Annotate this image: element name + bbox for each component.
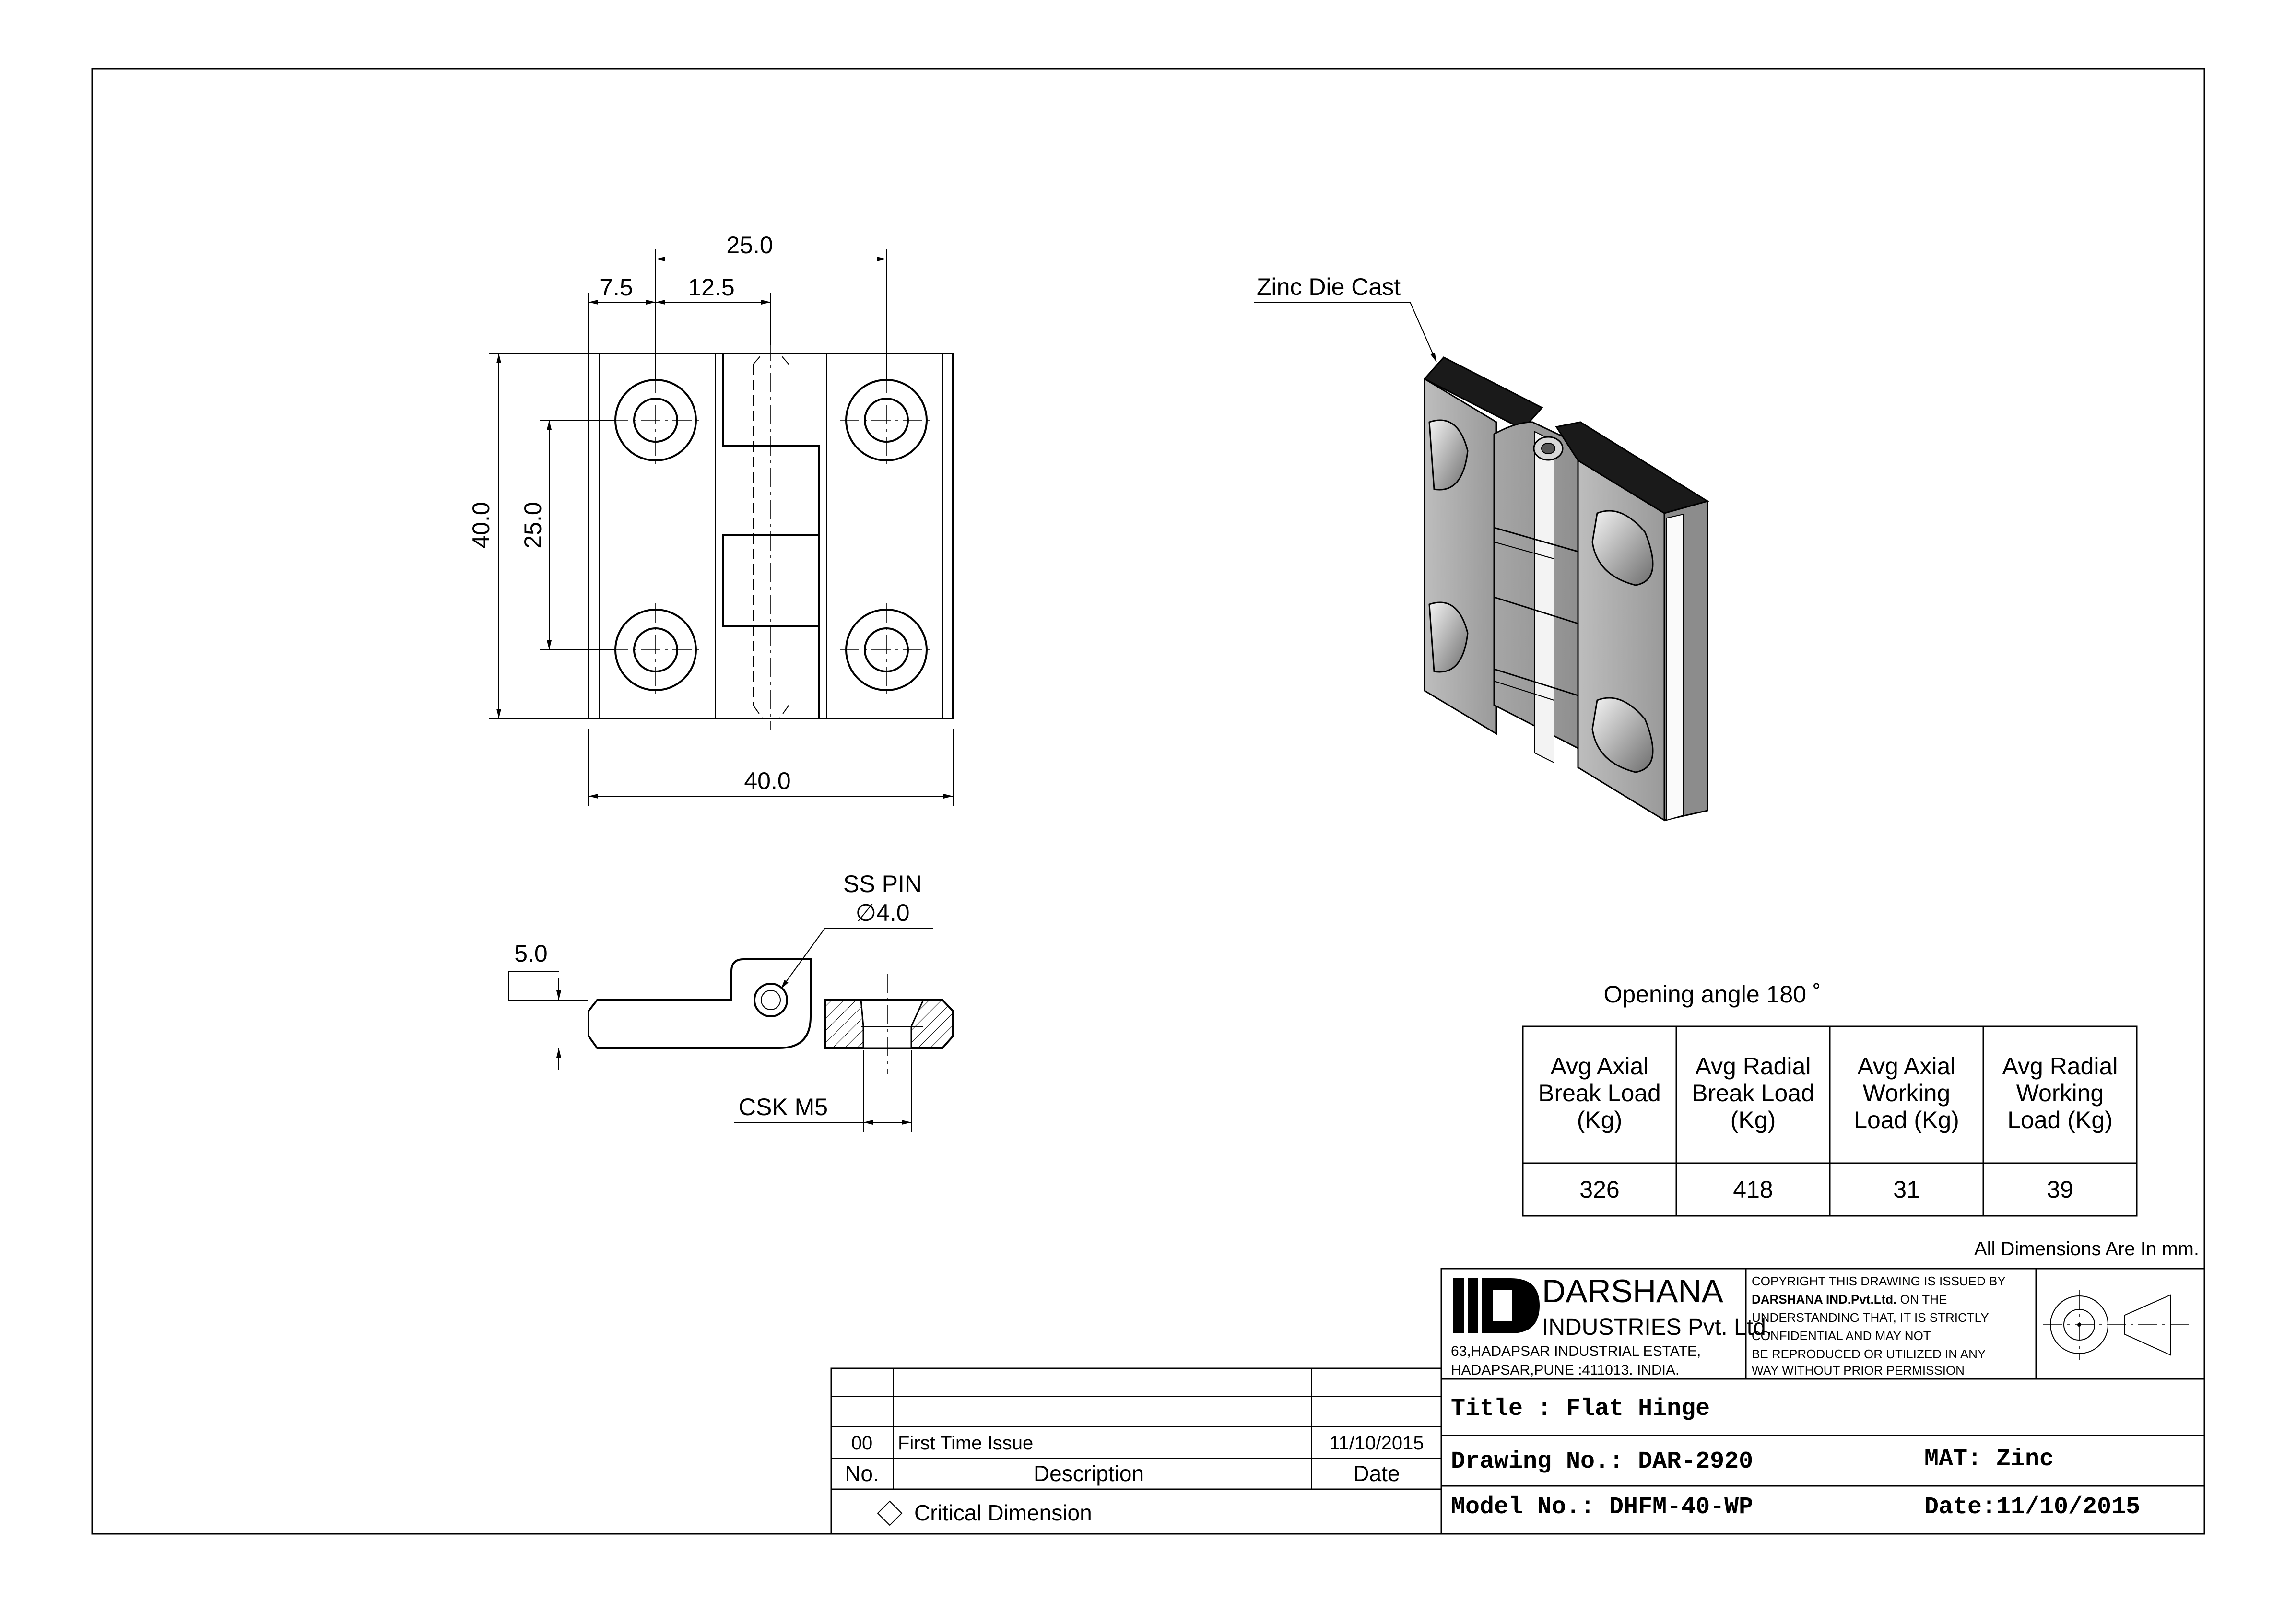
company-address-2: HADAPSAR,PUNE :411013. INDIA.	[1451, 1362, 1679, 1378]
svg-text:DARSHANA IND.Pvt.Ltd. ON THE: DARSHANA IND.Pvt.Ltd. ON THE	[1752, 1292, 1947, 1307]
isometric-view: Zinc Die Cast	[1254, 273, 1709, 822]
svg-text:Avg Axial: Avg Axial	[1858, 1053, 1956, 1080]
company-name: DARSHANA	[1542, 1273, 1723, 1309]
svg-text:Break Load: Break Load	[1692, 1080, 1814, 1107]
countersunk-hole-icon	[840, 603, 933, 696]
pin-dia-label: ∅4.0	[855, 899, 909, 926]
copyright-notice: COPYRIGHT THIS DRAWING IS ISSUED BY DARS…	[1752, 1274, 2006, 1377]
countersunk-hole-icon	[609, 603, 702, 696]
revision-header-description: Description	[1034, 1461, 1144, 1486]
front-view: 25.0 7.5 12.5 40.0 25.0 40.0	[468, 232, 954, 806]
drawing-title: Title : Flat Hinge	[1451, 1395, 1710, 1423]
units-note: All Dimensions Are In mm.	[1974, 1238, 2199, 1260]
company-subname: INDUSTRIES Pvt. Ltd.	[1542, 1315, 1772, 1340]
load-value-radial-working: 39	[2047, 1176, 2073, 1203]
load-header-axial-break: Avg Axial Break Load (Kg)	[1538, 1053, 1661, 1133]
revision-row-date: 11/10/2015	[1329, 1433, 1424, 1454]
load-table-caption: Opening angle 180 ˚	[1603, 981, 1821, 1008]
thickness-label: 5.0	[514, 940, 548, 967]
svg-text:WAY WITHOUT PRIOR PERMISSION: WAY WITHOUT PRIOR PERMISSION	[1752, 1363, 1965, 1377]
title-block: DARSHANA INDUSTRIES Pvt. Ltd. 63,HADAPSA…	[1440, 1268, 2205, 1535]
critical-dimension-legend: Critical Dimension	[914, 1500, 1092, 1525]
first-angle-projection-icon	[2043, 1290, 2194, 1360]
revision-table: 00 First Time Issue 11/10/2015 No. Descr…	[830, 1367, 1442, 1535]
svg-text:BE REPRODUCED OR UTILIZED IN A: BE REPRODUCED OR UTILIZED IN ANY	[1752, 1347, 1986, 1361]
dim-hole-spacing-label: 25.0	[519, 502, 546, 548]
load-value-radial-break: 418	[1733, 1176, 1773, 1203]
revision-row-description: First Time Issue	[898, 1433, 1033, 1454]
revision-header-date: Date	[1353, 1461, 1400, 1486]
svg-text:Load (Kg): Load (Kg)	[1854, 1107, 1959, 1133]
critical-dimension-diamond-icon	[877, 1500, 903, 1526]
company-address-1: 63,HADAPSAR INDUSTRIAL ESTATE,	[1451, 1343, 1701, 1359]
load-header-axial-working: Avg Axial Working Load (Kg)	[1854, 1053, 1959, 1133]
countersunk-hole-icon	[840, 374, 933, 467]
csk-label: CSK M5	[739, 1094, 828, 1120]
side-view: SS PIN ∅4.0 5.0 CSK M5	[508, 871, 954, 1132]
svg-text:Avg Radial: Avg Radial	[1696, 1053, 1811, 1080]
load-table: Opening angle 180 ˚ Avg Axial Break Load…	[1522, 981, 2138, 1217]
svg-text:CONFIDENTIAL AND MAY NOT: CONFIDENTIAL AND MAY NOT	[1752, 1329, 1931, 1343]
model-number: Model No.: DHFM-40-WP	[1451, 1494, 1753, 1521]
countersunk-hole-icon	[609, 374, 702, 467]
svg-text:Avg Radial: Avg Radial	[2002, 1053, 2118, 1080]
load-header-radial-working: Avg Radial Working Load (Kg)	[2002, 1053, 2118, 1133]
issue-date: Date:11/10/2015	[1924, 1494, 2140, 1521]
revision-row-no: 00	[851, 1433, 873, 1454]
dim-pitch-label: 12.5	[688, 274, 734, 301]
dim-top-label: 25.0	[726, 232, 773, 259]
svg-text:(Kg): (Kg)	[1577, 1107, 1622, 1133]
dim-left-offset-label: 7.5	[600, 274, 633, 301]
dim-width-label: 40.0	[744, 767, 790, 794]
load-value-axial-working: 31	[1893, 1176, 1920, 1203]
material-callout: Zinc Die Cast	[1257, 273, 1401, 300]
svg-text:Avg Axial: Avg Axial	[1551, 1053, 1649, 1080]
svg-text:COPYRIGHT THIS DRAWING IS ISSU: COPYRIGHT THIS DRAWING IS ISSUED BY	[1752, 1274, 2006, 1288]
svg-text:Break Load: Break Load	[1538, 1080, 1661, 1107]
svg-text:UNDERSTANDING THAT, IT IS STRI: UNDERSTANDING THAT, IT IS STRICTLY	[1752, 1310, 1989, 1325]
svg-text:Working: Working	[2016, 1080, 2104, 1107]
drawing-number: Drawing No.: DAR-2920	[1451, 1448, 1753, 1475]
svg-text:Working: Working	[1863, 1080, 1950, 1107]
svg-text:(Kg): (Kg)	[1731, 1107, 1776, 1133]
material-field: MAT: Zinc	[1924, 1446, 2054, 1473]
load-value-axial-break: 326	[1579, 1176, 1619, 1203]
pin-label: SS PIN	[843, 871, 922, 897]
revision-header-no: No.	[845, 1461, 879, 1486]
dim-height-label: 40.0	[468, 502, 495, 548]
svg-text:Load (Kg): Load (Kg)	[2007, 1107, 2113, 1133]
load-header-radial-break: Avg Radial Break Load (Kg)	[1692, 1053, 1814, 1133]
darshana-logo-icon	[1453, 1278, 1540, 1333]
